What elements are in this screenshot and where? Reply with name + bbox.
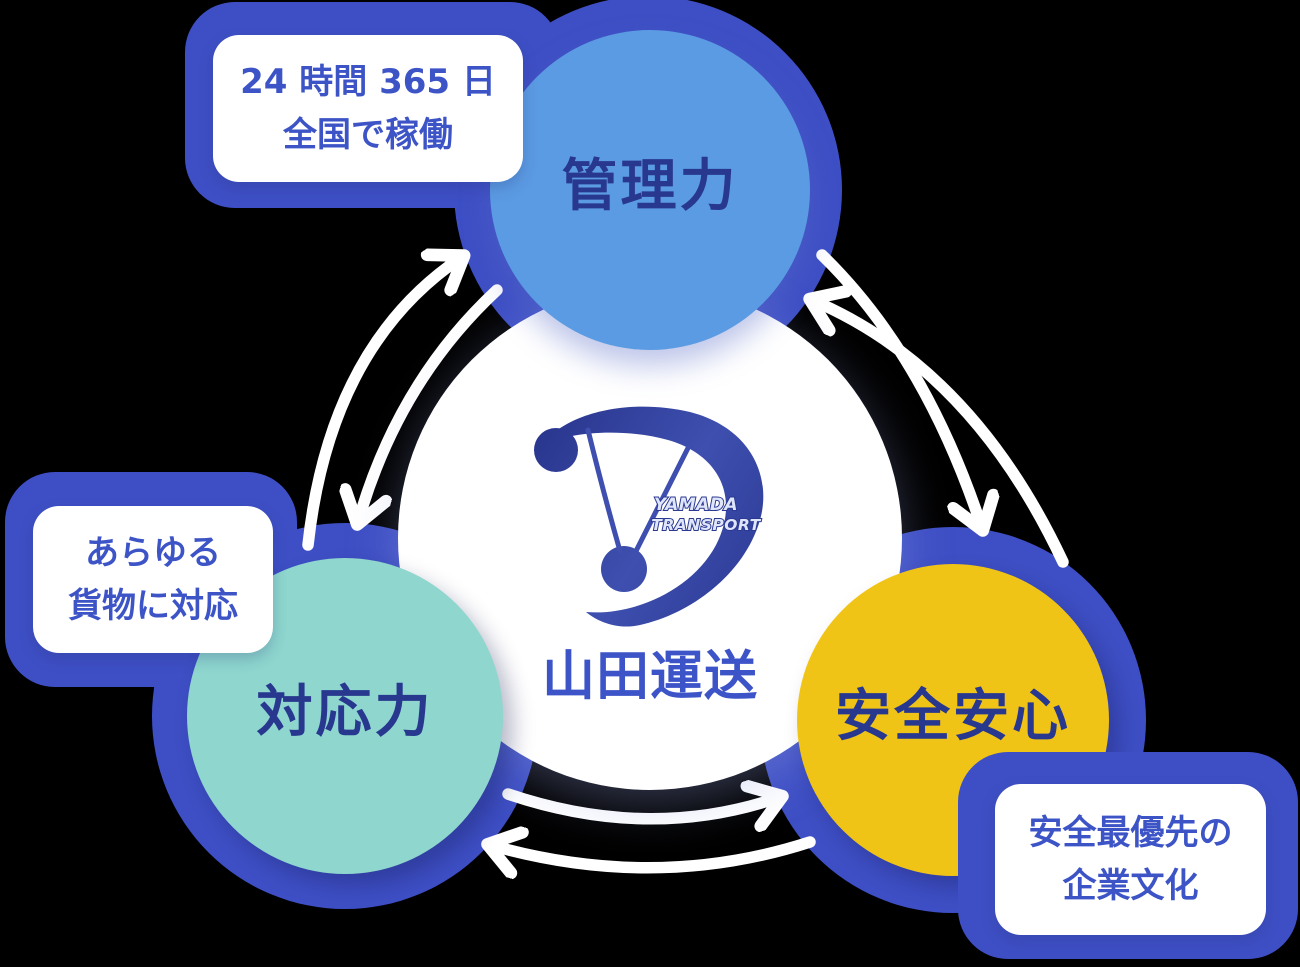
callout-management: 24 時間 365 日 全国で稼働 (213, 35, 523, 182)
node-label-flexibility: 対応力 (256, 680, 434, 745)
callout-flexibility: あらゆる 貨物に対応 (33, 506, 273, 653)
callout-management-line2: 全国で稼働 (283, 114, 453, 155)
callout-safety-line1: 安全最優先の (1028, 812, 1233, 853)
arrow-left-up (302, 257, 462, 551)
arrow-bottom-left (490, 842, 816, 868)
callout-flexibility-line2: 貨物に対応 (68, 585, 238, 626)
callout-flexibility-line1: あらゆる (85, 532, 221, 573)
logo-base-dot (601, 546, 647, 592)
logo-text-transport: TRANSPORT (651, 516, 761, 534)
callout-safety-line2: 企業文化 (1062, 865, 1199, 906)
logo-text-yamada: YAMADA (654, 495, 738, 515)
logo-swoosh (534, 406, 764, 627)
callout-management-line1: 24 時間 365 日 (240, 61, 496, 102)
node-label-management: 管理力 (561, 154, 739, 219)
arrow-right-down (816, 249, 982, 528)
arrow-right-up (812, 300, 1069, 568)
node-management: 管理力 (490, 30, 810, 350)
arrow-left-down (358, 284, 503, 522)
arrow-bottom-right (502, 794, 780, 819)
company-name: 山田運送 (542, 646, 758, 707)
node-label-safety: 安全安心 (835, 684, 1071, 749)
callout-safety: 安全最優先の 企業文化 (995, 784, 1266, 935)
logo-head-dot (534, 428, 578, 472)
